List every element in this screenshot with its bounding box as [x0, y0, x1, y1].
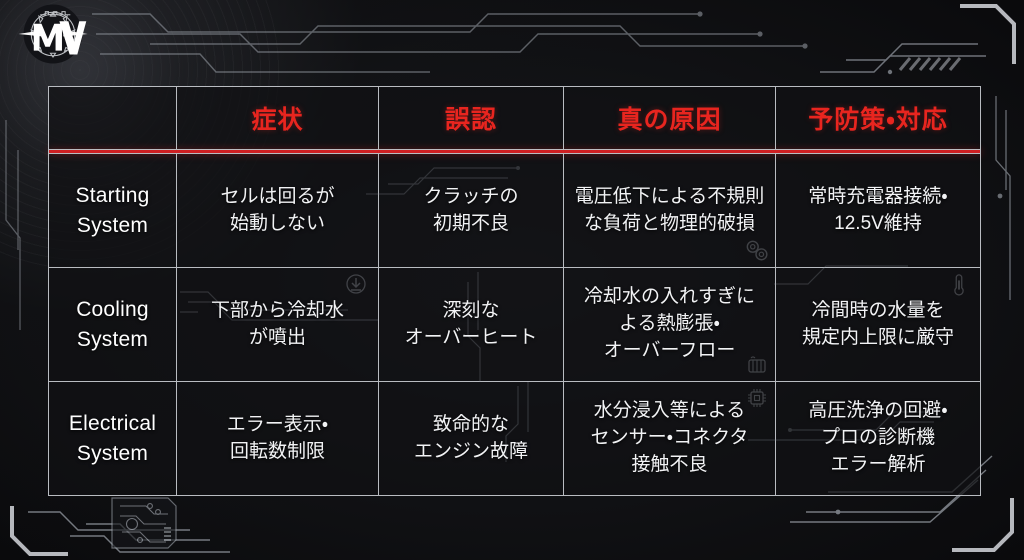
cell-symptom: エラー表示・回転数制限: [176, 381, 379, 496]
cell-prevention: 高圧洗浄の回避・プロの診断機エラー解析: [775, 381, 981, 496]
cell-true-cause: 水分浸入等によるセンサー・コネクタ接触不良: [563, 381, 776, 496]
thermometer-icon: [954, 274, 964, 296]
cell-symptom: 下部から冷却水が噴出: [176, 267, 379, 382]
header-row: 症状 誤認 真の原因 予防策・対応: [48, 86, 981, 150]
cell-true-cause: 電圧低下による不規則な負荷と物理的破損: [563, 153, 776, 268]
header-cell-prevention: 予防策・対応: [775, 86, 981, 150]
cell-misdiagnosis: クラッチの初期不良: [378, 153, 564, 268]
cell-misdiagnosis: 深刻なオーバーヒート: [378, 267, 564, 382]
hud-corner-top-right: [960, 4, 1016, 64]
chip-icon: [748, 389, 766, 407]
circuit-board-graphic: [111, 497, 177, 549]
header-cell-misdiagnosis: 誤認: [378, 86, 564, 150]
radiator-icon: [748, 356, 766, 373]
gear-icon: [746, 240, 768, 261]
header-cell-true-cause: 真の原因: [563, 86, 776, 150]
mv-agusta-logo: [18, 4, 88, 64]
hud-corner-bottom-left: [10, 506, 68, 556]
red-divider-line: [48, 149, 981, 154]
hud-corner-bottom-right: [952, 498, 1014, 552]
header-cell-system: [48, 86, 177, 150]
download-icon: [346, 274, 366, 294]
header-red-rule: [48, 149, 981, 154]
header-cell-symptom: 症状: [176, 86, 379, 150]
cell-prevention: 冷間時の水量を規定内上限に厳守: [775, 267, 981, 382]
cell-true-cause: 冷却水の入れすぎによる熱膨張・オーバーフロー: [563, 267, 776, 382]
cell-prevention: 常時充電器接続・12.5V維持: [775, 153, 981, 268]
cell-misdiagnosis: 致命的なエンジン故障: [378, 381, 564, 496]
table-header: 症状 誤認 真の原因 予防策・対応: [48, 86, 981, 154]
cell-symptom: セルは回るが始動しない: [176, 153, 379, 268]
